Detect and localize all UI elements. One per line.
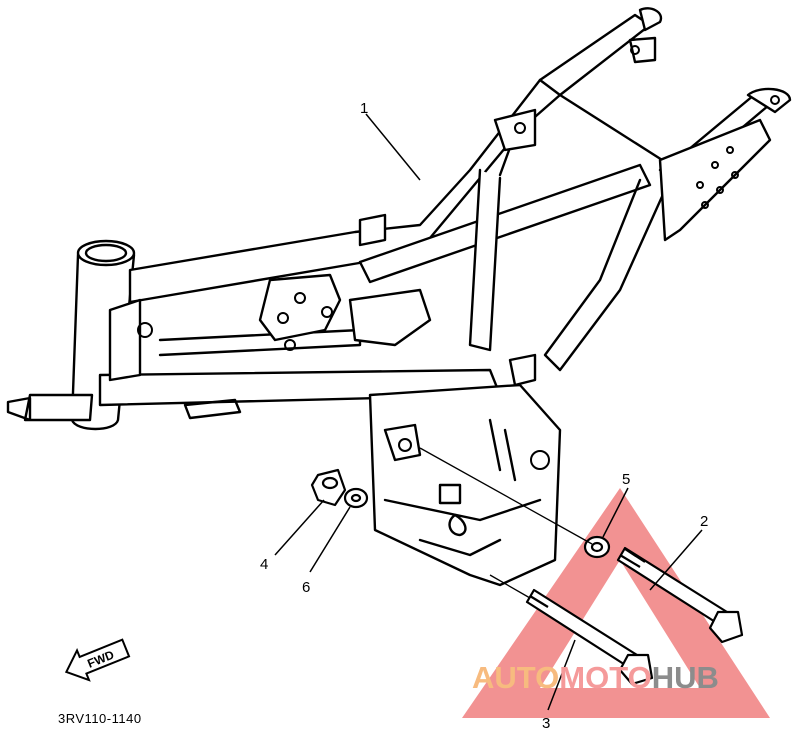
watermark-logo: AUTOMOTOHUB	[472, 660, 719, 696]
watermark-moto: MOTO	[559, 660, 652, 695]
fwd-arrow-icon: FWD	[64, 638, 131, 682]
long-bolt	[616, 546, 744, 644]
engine-mount-plate	[368, 383, 562, 587]
frame-brackets	[258, 36, 657, 462]
watermark-auto: AUTO	[472, 660, 560, 695]
assembly-lines	[419, 447, 593, 599]
drawing-code: 3RV110-1140	[58, 711, 142, 726]
washer	[343, 487, 369, 509]
callout-1: 1	[360, 100, 368, 117]
callout-4: 4	[260, 556, 268, 573]
bolt-holes	[137, 45, 780, 470]
callout-6: 6	[302, 579, 310, 596]
callout-2: 2	[700, 513, 708, 530]
upper-frame-tube	[128, 7, 792, 304]
callout-3: 3	[542, 715, 550, 732]
callout-5: 5	[622, 471, 630, 488]
rear-subframe	[468, 118, 772, 372]
leader-lines	[274, 113, 703, 711]
nut	[310, 468, 347, 507]
lower-bolt	[525, 588, 654, 686]
collar	[583, 535, 611, 559]
watermark-hub: HUB	[651, 660, 719, 695]
